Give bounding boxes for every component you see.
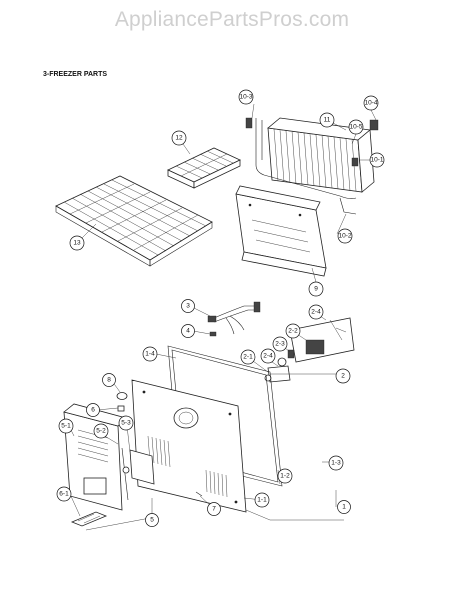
svg-text:2-4: 2-4	[263, 353, 273, 360]
svg-text:1-4: 1-4	[145, 351, 155, 358]
callout-1-1: 1-1	[254, 492, 270, 508]
callout-10-3: 10-3	[238, 89, 254, 105]
callout-2-4a: 2-4	[308, 304, 324, 320]
callout-10-4: 10-4	[363, 95, 379, 111]
wire-harness	[207, 301, 261, 335]
svg-text:5-3: 5-3	[121, 420, 131, 427]
svg-text:10-1: 10-1	[370, 157, 383, 164]
svg-text:1: 1	[342, 504, 346, 511]
svg-text:7: 7	[212, 506, 216, 513]
svg-text:5-2: 5-2	[96, 428, 106, 435]
svg-text:2-2: 2-2	[288, 328, 298, 335]
svg-text:13: 13	[73, 240, 81, 247]
svg-text:10-3: 10-3	[239, 94, 252, 101]
svg-text:3: 3	[186, 303, 190, 310]
callout-2-4b: 2-4	[260, 348, 276, 364]
callout-10-1: 10-1	[369, 152, 385, 168]
evaporator-cover	[235, 185, 327, 277]
callout-1: 1	[337, 500, 351, 514]
callout-10-2: 10-2	[337, 228, 353, 244]
cap-part	[116, 392, 128, 400]
svg-text:2: 2	[341, 373, 345, 380]
svg-text:2-3: 2-3	[275, 341, 285, 348]
callout-11: 11	[319, 112, 335, 128]
svg-text:5: 5	[150, 517, 154, 524]
callout-9: 9	[308, 281, 324, 297]
back-panel	[131, 379, 247, 513]
svg-text:2-4: 2-4	[311, 309, 321, 316]
callout-6: 6	[86, 403, 100, 417]
screw-part	[195, 491, 203, 497]
svg-text:5-1: 5-1	[61, 423, 71, 430]
svg-text:6: 6	[91, 407, 95, 414]
callout-3: 3	[181, 299, 195, 313]
callout-2: 2	[335, 368, 351, 384]
callout-5: 5	[145, 513, 159, 527]
wire-shelf	[55, 175, 213, 267]
svg-text:2-1: 2-1	[243, 354, 253, 361]
svg-text:10-2: 10-2	[338, 233, 351, 240]
svg-text:1-1: 1-1	[257, 497, 267, 504]
callout-6-1: 6-1	[56, 486, 72, 502]
callout-1-2: 1-2	[277, 468, 293, 484]
callout-1-4: 1-4	[142, 346, 158, 362]
svg-text:11: 11	[324, 117, 331, 124]
callout-13: 13	[69, 235, 85, 251]
plug-part	[117, 405, 125, 412]
evaporator-coil	[245, 117, 379, 215]
callout-5-3: 5-3	[118, 415, 134, 431]
svg-text:10-4: 10-4	[364, 100, 377, 107]
callout-2-2: 2-2	[285, 323, 301, 339]
callout-5-2: 5-2	[93, 423, 109, 439]
clip-part	[209, 331, 217, 337]
callout-1-3: 1-3	[328, 455, 344, 471]
svg-text:8: 8	[107, 377, 111, 384]
ice-tray	[167, 147, 241, 189]
svg-text:1-3: 1-3	[331, 460, 341, 467]
callout-2-3: 2-3	[272, 336, 288, 352]
callout-12: 12	[171, 130, 187, 146]
callout-4: 4	[181, 324, 195, 338]
watermark-text: AppliancePartsPros.com	[114, 8, 350, 31]
section-title: 3-FREEZER PARTS	[43, 71, 108, 78]
svg-text:4: 4	[186, 328, 190, 335]
callout-7: 7	[207, 502, 221, 516]
callout-10-5: 10-5	[348, 119, 364, 135]
svg-text:10-5: 10-5	[349, 124, 362, 131]
grille-part	[70, 511, 108, 527]
callout-2-1: 2-1	[240, 349, 256, 365]
fan-duct	[63, 403, 155, 511]
callout-8: 8	[102, 373, 116, 387]
svg-text:1-2: 1-2	[280, 473, 290, 480]
svg-text:6-1: 6-1	[59, 491, 69, 498]
callout-5-1: 5-1	[58, 418, 74, 434]
svg-text:9: 9	[314, 286, 318, 293]
svg-text:12: 12	[175, 135, 183, 142]
